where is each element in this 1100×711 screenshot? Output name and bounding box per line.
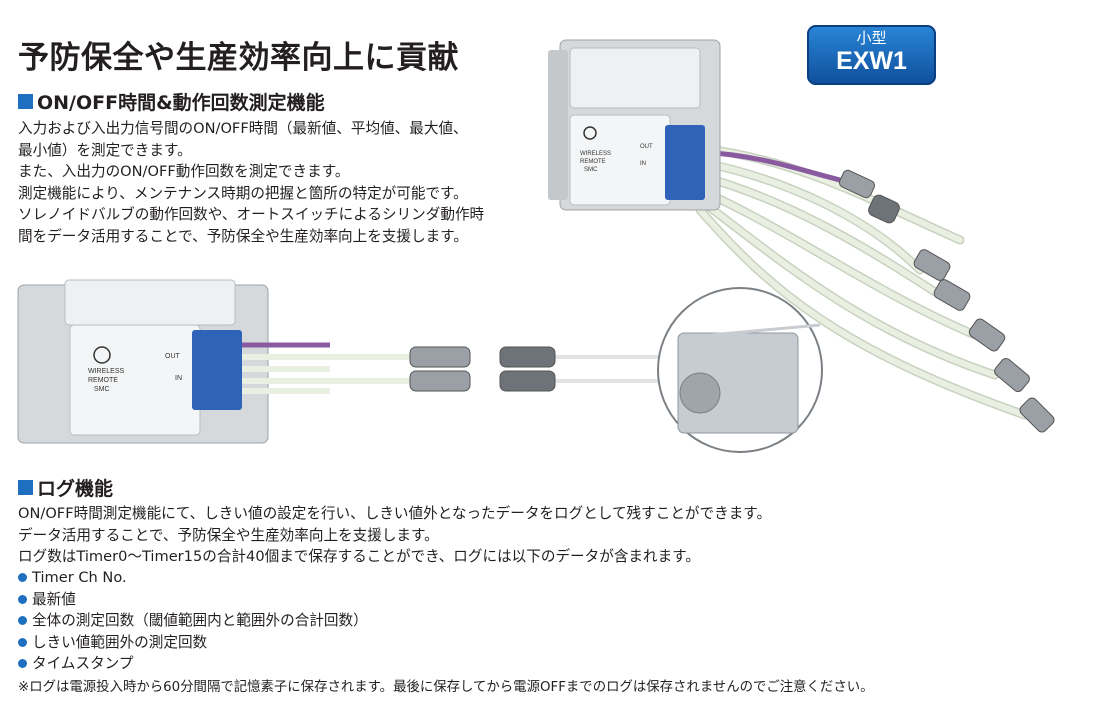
section2-line: データ活用することで、予防保全や生産効率向上を支援します。 <box>18 526 439 544</box>
section2-line: ON/OFF時間測定機能にて、しきい値の設定を行い、しきい値外となったデータをロ… <box>18 505 772 522</box>
cable-bundle <box>695 143 1030 420</box>
bullet-icon <box>18 573 27 583</box>
brand-label-small: SMC <box>94 386 110 393</box>
list-item: Timer Ch No. <box>18 567 368 589</box>
cylinder-callout <box>657 287 823 453</box>
section2-heading-text: ログ機能 <box>37 478 114 500</box>
in-label-small: IN <box>175 375 182 382</box>
list-item: しきい値範囲外の測定回数 <box>18 632 368 654</box>
log-data-list: Timer Ch No. 最新値 全体の測定回数（閾値範囲内と範囲外の合計回数）… <box>18 567 368 675</box>
list-item: タイムスタンプ <box>18 653 368 675</box>
section2-heading: ログ機能 <box>18 474 113 501</box>
connector-pair <box>409 346 556 392</box>
section2-line: ログ数はTimer0〜Timer15の合計40個まで保存することができ、ログには… <box>18 548 700 565</box>
section1-line: 入力および入出力信号間のON/OFF時間（最新値、平均値、最大値、 <box>18 120 468 137</box>
section1-heading: ON/OFF時間&動作回数測定機能 <box>18 88 325 115</box>
connector-group <box>838 169 1055 433</box>
section1-heading-text: ON/OFF時間&動作回数測定機能 <box>37 92 325 114</box>
in-label: IN <box>640 161 646 167</box>
badge-size-label: 小型 <box>856 29 887 47</box>
section1-line: 測定機能により、メンテナンス時期の把握と箇所の特定が可能です。 <box>18 184 468 202</box>
bullet-icon <box>18 594 27 604</box>
cable-bundle-small <box>242 342 660 394</box>
bullet-icon <box>18 659 27 669</box>
section-square-icon <box>18 480 33 495</box>
section1-body: 入力および入出力信号間のON/OFF時間（最新値、平均値、最大値、 最小値）を測… <box>18 118 484 247</box>
page-title: 予防保全や生産効率向上に貢献 <box>18 40 459 76</box>
remote-label: REMOTE <box>580 159 606 165</box>
badge-model-label: EXW1 <box>836 47 907 75</box>
section1-line: ソレノイドバルブの動作回数や、オートスイッチによるシリンダ動作時 <box>18 206 485 223</box>
list-item: 最新値 <box>18 589 368 611</box>
device-body-small: WIRELESS REMOTE SMC OUT IN <box>17 279 269 444</box>
section1-line: また、入出力のON/OFF動作回数を測定できます。 <box>18 163 350 180</box>
bullet-icon <box>18 637 27 647</box>
device-illustration-large: WIRELESS REMOTE SMC OUT IN <box>548 39 1055 433</box>
out-label: OUT <box>640 144 653 150</box>
section1-line: 間をデータ活用することで、予防保全や生産効率向上を支援します。 <box>18 227 468 245</box>
brand-label: SMC <box>584 167 598 173</box>
model-badge: 小型 EXW1 <box>807 25 936 85</box>
wireless-label: WIRELESS <box>580 151 611 157</box>
bullet-icon <box>18 616 27 626</box>
device-body-large: WIRELESS REMOTE SMC OUT IN <box>548 39 721 211</box>
section1-line: 最小値）を測定できます。 <box>18 141 192 159</box>
remote-label-small: REMOTE <box>88 377 118 384</box>
out-label-small: OUT <box>165 353 181 360</box>
section-square-icon <box>18 94 33 109</box>
footnote: ※ログは電源投入時から60分間隔で記憶素子に保存されます。最後に保存してから電源… <box>18 680 874 695</box>
section2-body: ON/OFF時間測定機能にて、しきい値の設定を行い、しきい値外となったデータをロ… <box>18 503 771 568</box>
wireless-label-small: WIRELESS <box>88 368 125 375</box>
list-item: 全体の測定回数（閾値範囲内と範囲外の合計回数） <box>18 610 368 632</box>
device-illustration-small: WIRELESS REMOTE SMC OUT IN <box>17 279 823 453</box>
